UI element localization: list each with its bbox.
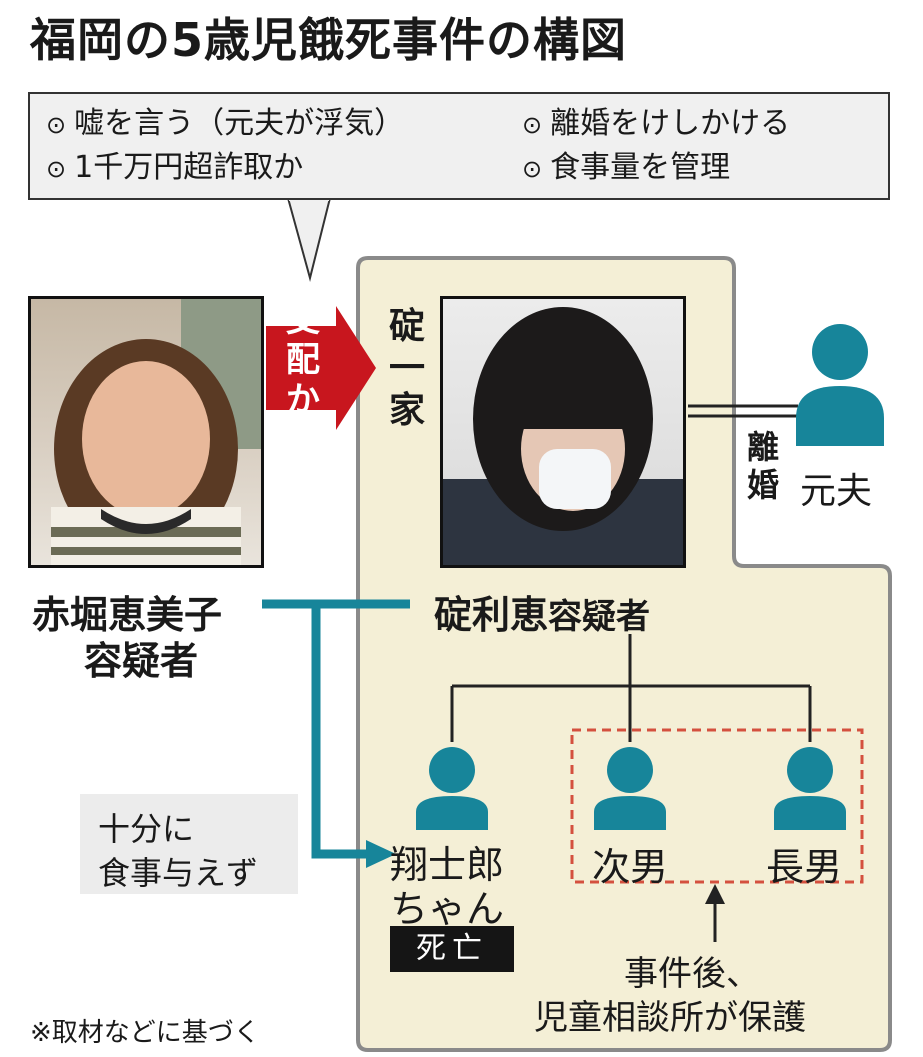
- akahori-name: 赤堀恵美子: [32, 593, 223, 637]
- page-title: 福岡の5歳児餓死事件の構図: [30, 13, 628, 67]
- bullet-icon: ⊙: [522, 111, 543, 139]
- eldest-son-label: 長男: [766, 845, 843, 889]
- control-label: 支 配 か: [286, 300, 320, 420]
- protected-box: [570, 728, 864, 884]
- ex-husband-icon: [796, 324, 884, 446]
- shojiro-suffix: ちゃん: [390, 887, 505, 931]
- bubble-item-meal: ⊙食事量を管理: [522, 150, 731, 185]
- bubble-item-fraud: ⊙1千万円超詐取か: [46, 150, 304, 185]
- teal-connector: [262, 599, 410, 859]
- bubble-item-divorce: ⊙離婚をけしかける: [522, 106, 791, 141]
- protection-note-line-2: 児童相談所が保護: [534, 998, 806, 1038]
- second-son-icon: [594, 747, 666, 830]
- shojiro-name: 翔士郎: [390, 843, 505, 887]
- divorce-label: 離 婚: [746, 428, 779, 504]
- status-badge: 死亡: [390, 926, 514, 972]
- note-box: [80, 794, 298, 894]
- second-son-label: 次男: [592, 845, 669, 889]
- speech-bubble: [28, 92, 890, 200]
- ikari-role: 容疑者: [548, 597, 651, 637]
- ikari-photo: [440, 296, 686, 568]
- control-arrow: [266, 306, 376, 430]
- protection-note-line-1: 事件後、: [624, 954, 760, 994]
- family-label: 碇 一 家: [388, 306, 425, 431]
- bubble-tail: [286, 197, 332, 282]
- teal-arrowhead: [366, 840, 396, 868]
- akahori-photo: [28, 296, 264, 568]
- footnote: ※取材などに基づく: [30, 1018, 260, 1048]
- ikari-label: 碇利恵容疑者: [434, 584, 650, 639]
- eldest-son-icon: [774, 747, 846, 830]
- bullet-icon: ⊙: [46, 111, 67, 139]
- bubble-item-lie: ⊙嘘を言う（元夫が浮気）: [46, 106, 405, 141]
- bullet-icon: ⊙: [522, 155, 543, 183]
- ikari-name: 碇利恵: [434, 593, 549, 637]
- akahori-role: 容疑者: [84, 639, 199, 683]
- bullet-icon: ⊙: [46, 155, 67, 183]
- person-photo-illustration: [51, 299, 261, 565]
- person-photo-illustration: [443, 307, 683, 565]
- note-line-1: 十分に: [98, 810, 195, 848]
- shojiro-icon: [416, 747, 488, 830]
- note-line-2: 食事与えず: [98, 854, 259, 892]
- ex-husband-label: 元夫: [800, 471, 873, 512]
